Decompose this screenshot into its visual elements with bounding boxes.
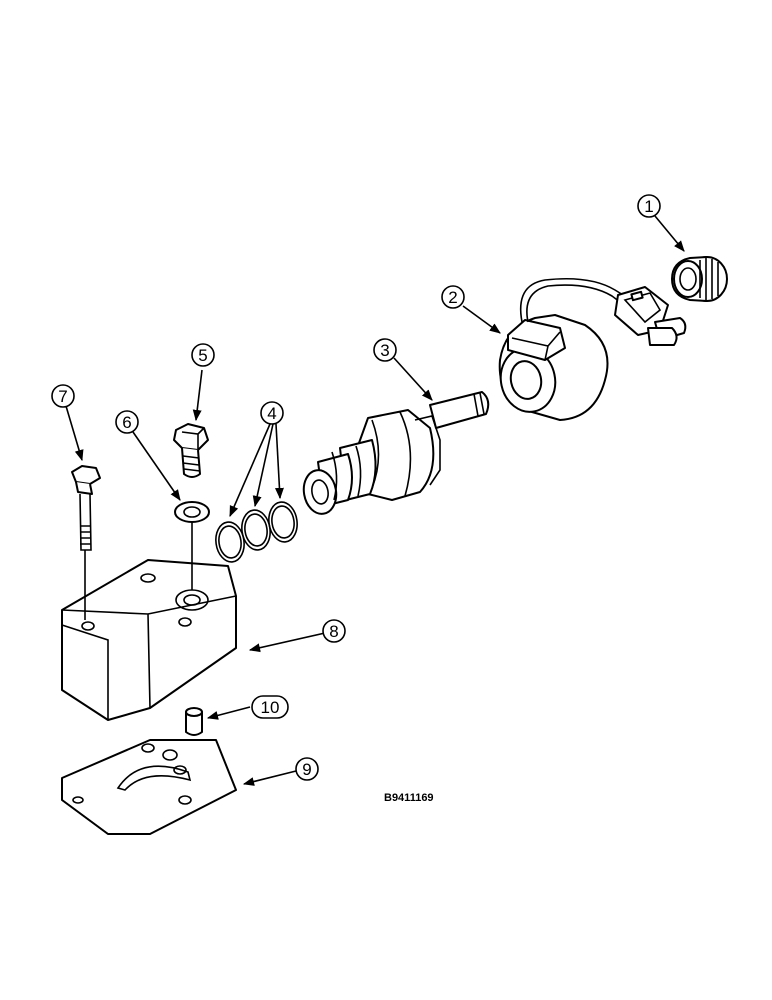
drawing-number: B9411169 — [384, 792, 434, 804]
callout-label: 2 — [448, 288, 457, 307]
callout-2: 2 — [441, 285, 465, 309]
plug-fitting-part — [173, 423, 209, 478]
callout-label: 7 — [58, 387, 67, 406]
callout-label: 1 — [644, 197, 653, 216]
cartridge-valve-part — [302, 391, 490, 515]
callout-label: 9 — [302, 760, 311, 779]
washer-part — [174, 501, 210, 523]
solenoid-coil-part — [498, 277, 687, 421]
dowel-pin-part — [185, 707, 203, 736]
cap-screw-part — [71, 465, 101, 551]
valve-body-part — [61, 559, 237, 721]
callout-8: 8 — [322, 619, 346, 643]
callout-1: 1 — [637, 194, 661, 218]
callout-7: 7 — [51, 384, 75, 408]
callout-label: 8 — [329, 622, 338, 641]
leader-lines — [65, 215, 685, 786]
callout-label: 4 — [267, 404, 276, 423]
callout-6: 6 — [115, 410, 139, 434]
alignment-lines — [84, 522, 193, 620]
callout-5: 5 — [191, 343, 215, 367]
o-rings-part — [215, 501, 298, 563]
callout-label: 10 — [261, 698, 280, 717]
callout-label: 5 — [198, 346, 207, 365]
gasket-plate-part — [61, 739, 237, 835]
callout-4: 4 — [260, 401, 284, 425]
callout-label: 6 — [122, 413, 131, 432]
connector-nut-part — [671, 256, 728, 302]
callout-3: 3 — [373, 338, 397, 362]
callout-10: 10 — [251, 695, 289, 719]
callout-9: 9 — [295, 757, 319, 781]
callout-label: 3 — [380, 341, 389, 360]
